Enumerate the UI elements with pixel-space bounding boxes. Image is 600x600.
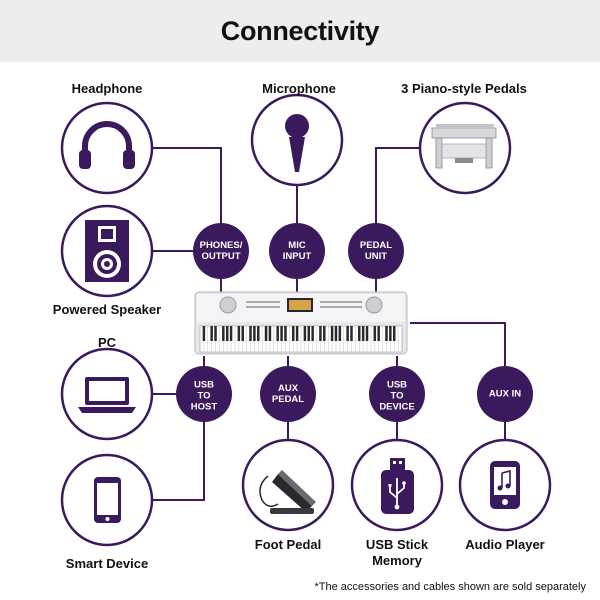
black-key	[257, 326, 260, 341]
smartphone-icon	[94, 477, 121, 523]
black-key	[295, 326, 299, 341]
port-usb-device-label: USB TO DEVICE	[379, 379, 415, 413]
black-key	[365, 326, 369, 341]
black-key	[249, 326, 252, 341]
pc-label: PC	[97, 335, 117, 350]
black-key	[389, 326, 392, 341]
black-key	[330, 326, 334, 341]
usb-stick-icon	[381, 458, 414, 514]
black-key	[377, 326, 380, 341]
black-key	[392, 326, 396, 341]
usb-stick-label: USB Stick Memory	[365, 537, 429, 568]
microphone-label: Microphone	[262, 81, 336, 96]
port-usb-host-label: USB TO HOST	[190, 379, 218, 413]
port-aux-in	[477, 366, 533, 422]
black-key	[358, 326, 361, 341]
headphone-label: Headphone	[71, 81, 143, 96]
black-key	[307, 326, 311, 341]
port-usb-to-host	[176, 366, 232, 422]
speaker-icon	[85, 220, 129, 282]
black-key	[346, 326, 349, 341]
port-mic-label: MIC INPUT	[282, 240, 312, 262]
black-key	[214, 326, 217, 341]
black-key	[276, 326, 279, 341]
black-key	[222, 326, 225, 341]
speaker-label: Powered Speaker	[52, 302, 162, 317]
black-key	[237, 326, 241, 341]
black-key	[202, 326, 206, 341]
black-key	[323, 326, 326, 341]
port-phones-output	[193, 223, 249, 279]
port-mic-input	[269, 223, 325, 279]
piano-pedals-icon	[431, 124, 497, 169]
audio-player-label: Audio Player	[465, 537, 545, 552]
microphone-icon	[285, 114, 309, 172]
port-aux-pedal-label: AUX PEDAL	[271, 383, 305, 405]
laptop-icon	[78, 377, 136, 413]
page-title: Connectivity	[220, 15, 380, 46]
digital-piano-image	[194, 291, 408, 355]
black-key	[229, 326, 233, 341]
audio-player-icon	[490, 461, 520, 509]
smart-device-label: Smart Device	[65, 556, 149, 571]
foot-pedal-label: Foot Pedal	[254, 537, 322, 552]
black-key	[225, 326, 229, 341]
black-key	[291, 326, 295, 341]
black-key	[264, 326, 268, 341]
black-key	[210, 326, 213, 341]
headphone-circle	[60, 101, 154, 195]
footnote: *The accessories and cables shown are so…	[314, 581, 586, 593]
black-key	[373, 326, 377, 341]
black-key	[280, 326, 283, 341]
port-aux-pedal	[260, 366, 316, 422]
black-key	[385, 326, 388, 341]
black-key	[350, 326, 353, 341]
black-key	[253, 326, 256, 341]
header-bar: Connectivity	[0, 0, 600, 62]
black-key	[338, 326, 342, 341]
black-key	[319, 326, 322, 341]
foot-pedal-icon	[259, 470, 316, 514]
black-key	[334, 326, 338, 341]
port-pedal-unit	[348, 223, 404, 279]
port-pedal-unit-label: PEDAL UNIT	[359, 240, 393, 262]
black-key	[268, 326, 272, 341]
black-key	[241, 326, 244, 341]
black-key	[361, 326, 365, 341]
headphone-icon	[79, 121, 135, 169]
port-usb-to-device	[369, 366, 425, 422]
port-aux-in-label: AUX IN	[488, 388, 522, 400]
black-key	[311, 326, 314, 341]
pedals-label: 3 Piano-style Pedals	[401, 81, 527, 96]
black-key	[284, 326, 287, 341]
black-key	[303, 326, 307, 341]
port-phones-label: PHONES/ OUTPUT	[199, 240, 243, 262]
